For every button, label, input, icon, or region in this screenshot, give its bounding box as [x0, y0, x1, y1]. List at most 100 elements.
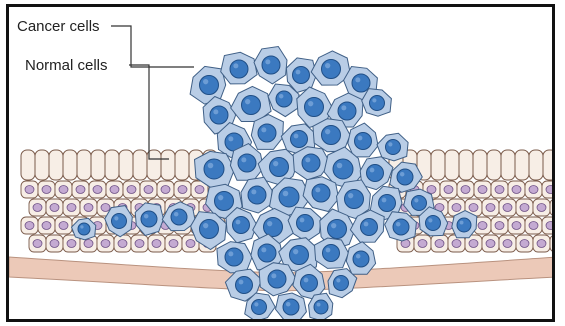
cancer-nucleus-highlight — [326, 248, 331, 253]
cancer-nucleus-highlight — [144, 214, 148, 218]
cancer-nucleus-highlight — [251, 189, 256, 194]
cancer-nucleus-highlight — [203, 223, 208, 228]
normal-cell-nucleus — [67, 204, 76, 212]
normal-cell — [77, 150, 91, 180]
normal-cell-nucleus — [50, 240, 59, 248]
cancer-cell-nucleus — [270, 158, 289, 177]
cancer-nucleus-highlight — [296, 70, 301, 75]
cancer-cell-nucleus — [393, 219, 409, 235]
cancer-nucleus-highlight — [305, 157, 310, 162]
cancer-cell-nucleus — [370, 96, 385, 111]
cancer-cell-nucleus — [204, 159, 224, 179]
normal-cell-nucleus — [461, 186, 470, 194]
normal-cell-nucleus — [554, 240, 555, 248]
cancer-nucleus-highlight — [331, 223, 336, 228]
cancer-cell-nucleus — [322, 60, 341, 79]
normal-cell-nucleus — [59, 186, 68, 194]
cancer-cell-nucleus — [355, 133, 372, 150]
cancer-cell-nucleus — [293, 67, 310, 84]
normal-cell-nucleus — [520, 204, 529, 212]
cancer-cell-nucleus — [323, 245, 340, 262]
cancer-nucleus-highlight — [388, 142, 392, 146]
normal-cell-nucleus — [469, 204, 478, 212]
normal-cell — [515, 150, 529, 180]
normal-cell-nucleus — [161, 186, 170, 194]
cancer-cell-nucleus — [141, 211, 157, 227]
cancer-cell-nucleus — [333, 159, 353, 179]
normal-cell-nucleus — [529, 186, 538, 194]
normal-cell-nucleus — [101, 240, 110, 248]
normal-cell-nucleus — [512, 186, 521, 194]
normal-cell-nucleus — [486, 240, 495, 248]
normal-cell-nucleus — [537, 204, 546, 212]
normal-cell-nucleus — [33, 204, 42, 212]
cancer-cell-nucleus — [426, 216, 441, 231]
cancer-cell-nucleus — [279, 187, 299, 207]
cancer-nucleus-highlight — [273, 161, 278, 166]
cancer-nucleus-highlight — [364, 222, 369, 227]
normal-cell-nucleus — [101, 204, 110, 212]
normal-cell — [91, 150, 105, 180]
cancer-nucleus-highlight — [308, 101, 313, 106]
cancer-cell-nucleus — [386, 140, 401, 155]
figure-frame: Cancer cells Normal cells — [6, 4, 555, 322]
cancer-nucleus-highlight — [400, 172, 404, 176]
cancer-nucleus-highlight — [428, 218, 432, 222]
cancer-nucleus-highlight — [300, 218, 305, 223]
cancer-nucleus-highlight — [265, 59, 270, 64]
cancer-cell-nucleus — [268, 270, 286, 288]
cancer-cell-nucleus — [338, 102, 356, 120]
cancer-cell-nucleus — [361, 219, 378, 236]
cancer-nucleus-highlight — [325, 63, 330, 68]
cancer-cell-nucleus — [302, 154, 320, 172]
normal-cell-nucleus — [127, 186, 136, 194]
cancer-nucleus-highlight — [315, 187, 320, 192]
normal-cell-nucleus — [50, 204, 59, 212]
cancer-cell-nucleus — [312, 184, 330, 202]
cancer-cell-nucleus — [367, 165, 384, 182]
normal-cell — [63, 150, 77, 180]
cancer-cells-label: Cancer cells — [17, 18, 100, 35]
normal-cell-nucleus — [546, 222, 555, 230]
cancer-cell-nucleus — [242, 96, 261, 115]
normal-cell-nucleus — [59, 222, 68, 230]
cancer-cell-nucleus — [297, 215, 314, 232]
normal-cell — [487, 150, 501, 180]
normal-cell-nucleus — [33, 240, 42, 248]
cancer-cell-nucleus — [112, 214, 127, 229]
cancer-nucleus-highlight — [341, 105, 346, 110]
normal-cell — [501, 150, 515, 180]
cancer-nucleus-highlight — [317, 303, 321, 307]
cancer-cell-nucleus — [238, 154, 256, 172]
cancer-cell-nucleus — [225, 248, 243, 266]
normal-cell-nucleus — [152, 240, 161, 248]
cancer-cell-nucleus — [334, 276, 349, 291]
cancer-nucleus-highlight — [358, 136, 363, 141]
normal-cell-nucleus — [418, 240, 427, 248]
normal-cells-label: Normal cells — [25, 57, 108, 74]
normal-cell — [445, 150, 459, 180]
normal-cell-nucleus — [110, 186, 119, 194]
normal-cell — [550, 199, 555, 216]
normal-cell — [529, 150, 543, 180]
normal-cell-nucleus — [435, 240, 444, 248]
normal-cell — [133, 150, 147, 180]
cancer-cell-nucleus — [233, 217, 250, 234]
normal-cell — [175, 150, 189, 180]
cancer-nucleus-highlight — [355, 77, 360, 82]
cancer-nucleus-highlight — [218, 195, 223, 200]
normal-cell-nucleus — [195, 186, 204, 194]
cancer-nucleus-highlight — [254, 302, 258, 306]
cancer-nucleus-highlight — [228, 136, 233, 141]
cancer-cell-nucleus — [397, 169, 413, 185]
normal-cell-nucleus — [495, 222, 504, 230]
cancer-nucleus-highlight — [245, 99, 250, 104]
normal-cell-nucleus — [495, 186, 504, 194]
cancer-nucleus-highlight — [304, 278, 309, 283]
normal-cell-nucleus — [76, 186, 85, 194]
normal-cell-nucleus — [42, 186, 51, 194]
cancer-cell-nucleus — [379, 195, 396, 212]
cancer-nucleus-highlight — [203, 79, 208, 84]
cancer-nucleus-highlight — [382, 198, 387, 203]
normal-cell-nucleus — [537, 240, 546, 248]
